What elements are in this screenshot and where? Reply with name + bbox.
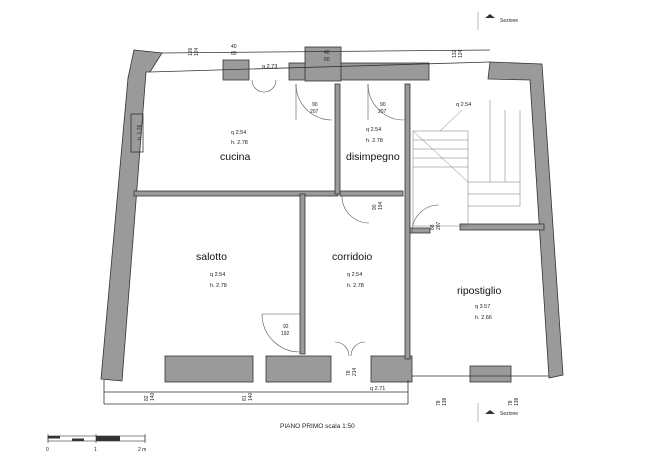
outer-walls: [100, 46, 564, 383]
scale-tick-0: 0: [46, 447, 49, 453]
room-name-corridoio: corridoio: [332, 251, 372, 263]
svg-text:78: 78: [346, 370, 352, 376]
door-swings: [251, 79, 440, 357]
room-level-corridoio: q 2.54: [347, 272, 362, 278]
plan-title: PIANO PRIMO scala 1:50: [280, 423, 355, 430]
dim-door-salotto-a: 92: [283, 324, 289, 330]
dim-door-salotto-b: 192: [281, 331, 290, 337]
room-name-salotto: salotto: [196, 251, 227, 263]
svg-text:124: 124: [194, 47, 200, 56]
section-markers: [477, 12, 495, 422]
room-level-cucina: q 2.54: [231, 130, 246, 136]
dim-bottom-left: 82 140: [144, 392, 156, 401]
dim-top-win1-a: 40: [231, 44, 237, 50]
dim-top-right: 132 124: [452, 49, 464, 58]
svg-text:207: 207: [436, 221, 442, 230]
svg-text:124: 124: [458, 49, 464, 58]
dim-bottom-mid: 81 140: [242, 392, 254, 401]
svg-text:78: 78: [508, 400, 514, 406]
svg-text:88: 88: [430, 224, 436, 230]
level-landing: q 2.54: [456, 102, 471, 108]
interior-walls: [133, 83, 545, 360]
room-height-disimpegno: h. 2.78: [366, 138, 383, 144]
dim-door-balcony: 78 214: [346, 367, 358, 376]
dim-top-win2-a: 40: [324, 50, 330, 56]
dim-door-stair-a: 90: [380, 102, 386, 108]
svg-text:140: 140: [150, 392, 156, 401]
svg-text:82: 82: [144, 395, 150, 401]
dim-kitchen-side: h. 1.76: [137, 124, 143, 140]
room-level-ripostiglio: q 3.57: [475, 304, 490, 310]
dim-door-cucina-b: 207: [310, 109, 319, 115]
section-label-top: Sezione: [500, 18, 518, 24]
svg-text:138: 138: [514, 397, 520, 406]
dim-door-disimpegno: 90 194: [372, 201, 384, 210]
svg-text:140: 140: [248, 392, 254, 401]
svg-text:194: 194: [378, 201, 384, 210]
svg-text:90: 90: [372, 204, 378, 210]
svg-text:138: 138: [442, 397, 448, 406]
svg-text:132: 132: [452, 49, 458, 58]
scale-tick-2: 2 m: [138, 447, 146, 453]
dim-top-win1-b: 60: [231, 51, 237, 57]
svg-text:81: 81: [242, 395, 248, 401]
dim-top-win2-b: 60: [324, 57, 330, 63]
dim-bottom-right1: 78 138: [436, 397, 448, 406]
room-name-ripostiglio: ripostiglio: [457, 285, 502, 297]
room-name-disimpegno: disimpegno: [346, 151, 400, 163]
scale-bar: [47, 434, 146, 443]
room-height-salotto: h. 2.78: [210, 283, 227, 289]
svg-text:78: 78: [436, 400, 442, 406]
room-height-cucina: h. 2.78: [231, 140, 248, 146]
room-name-cucina: cucina: [220, 151, 251, 163]
scale-tick-1: 1: [94, 447, 97, 453]
outline-lines: [103, 49, 549, 405]
svg-text:126: 126: [188, 47, 194, 56]
dim-door-ripostiglio: 88 207: [430, 221, 442, 230]
dim-door-cucina-a: 90: [312, 102, 318, 108]
level-terrace: q 2.73: [262, 64, 277, 70]
dim-door-stair-b: 207: [378, 109, 387, 115]
level-balcony: q 2.71: [370, 386, 385, 392]
section-label-bottom: Sezione: [500, 411, 518, 417]
svg-text:h. 1.76: h. 1.76: [137, 124, 143, 140]
room-height-corridoio: h. 2.78: [347, 283, 364, 289]
svg-text:214: 214: [352, 367, 358, 376]
room-level-salotto: q 2.54: [210, 272, 225, 278]
staircase: [412, 100, 521, 227]
dim-top-left: 126 124: [188, 47, 200, 56]
room-level-disimpegno: q 2.54: [366, 127, 381, 133]
dim-bottom-right2: 78 138: [508, 397, 520, 406]
room-height-ripostiglio: h. 2.66: [475, 315, 492, 321]
